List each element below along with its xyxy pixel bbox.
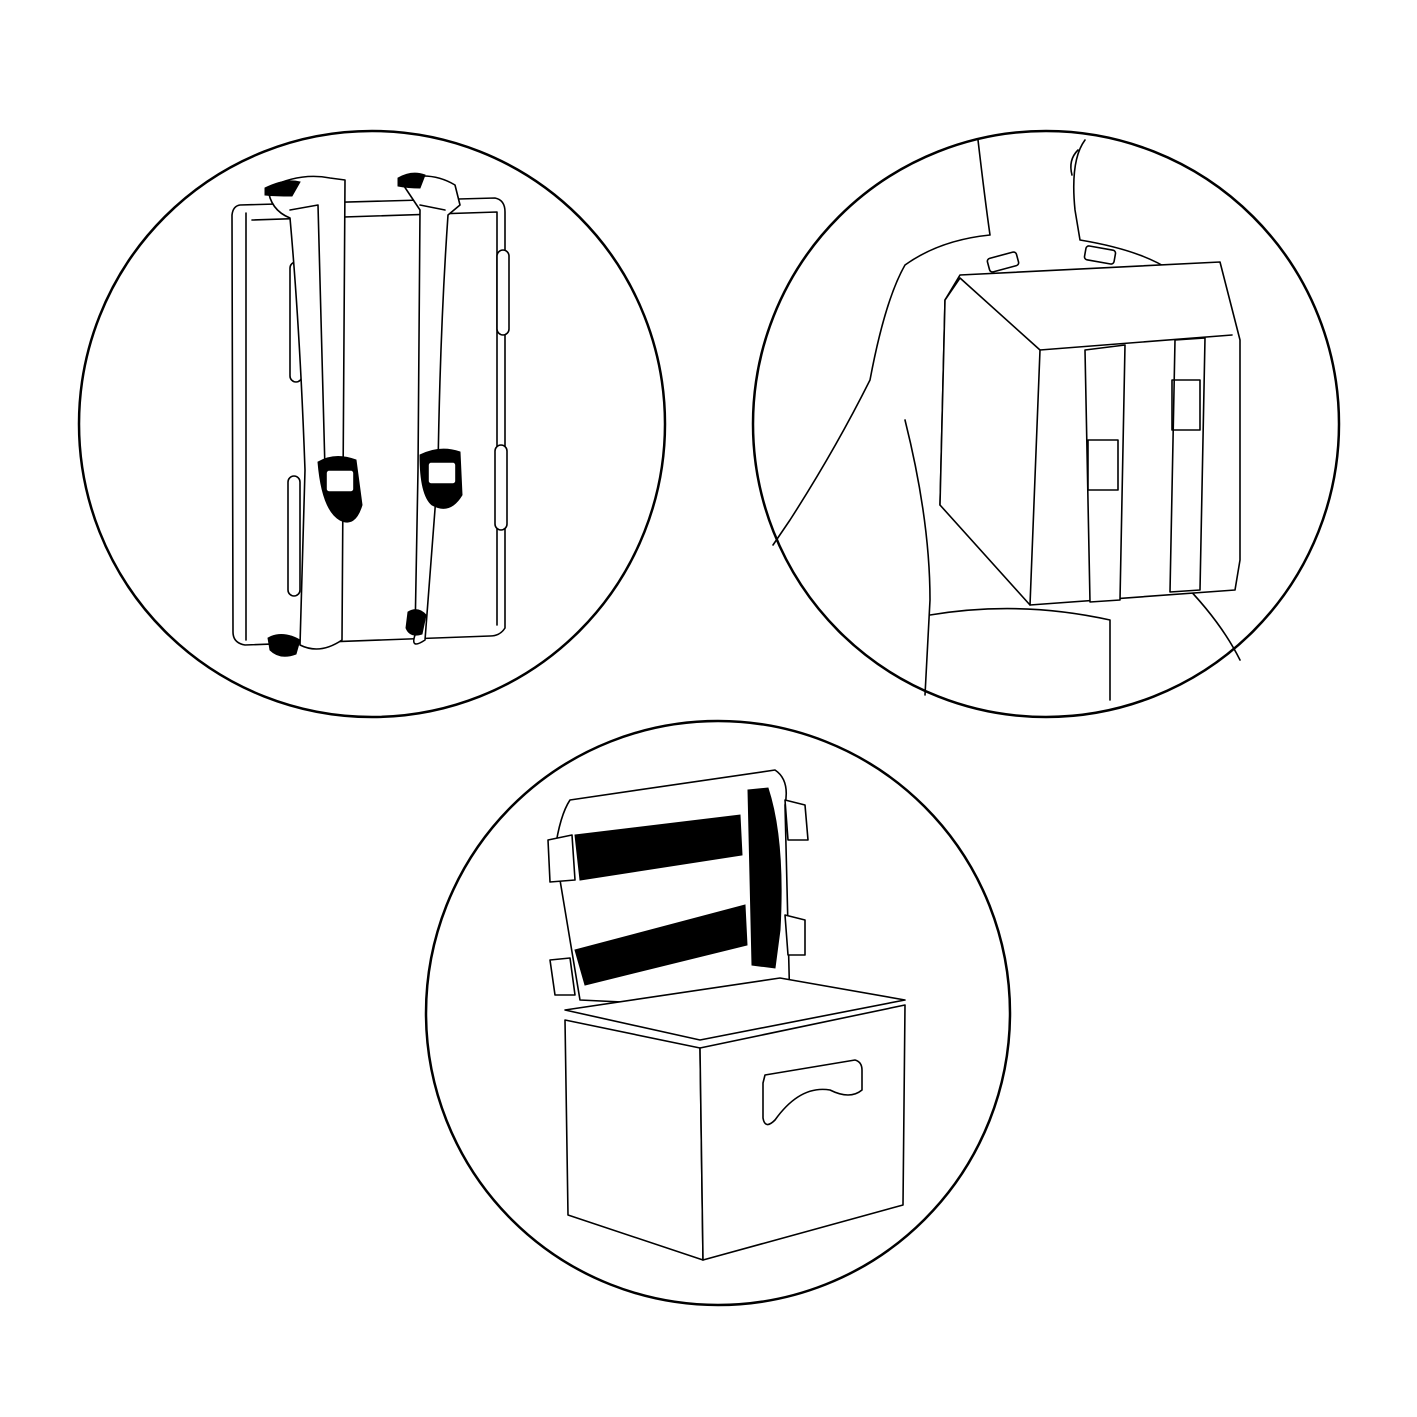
panel-circle — [751, 129, 1341, 719]
panel-backpack-rear-view — [77, 129, 667, 719]
backpack-case-icon — [231, 172, 510, 657]
panel-worn-on-back-view — [751, 129, 1341, 719]
open-box-lid-straps-icon — [547, 769, 906, 1261]
panel-circle — [424, 719, 1012, 1307]
person-wearing-case-icon — [772, 139, 1241, 701]
panel-open-box-view — [424, 719, 1012, 1307]
panel-circle — [77, 129, 667, 719]
